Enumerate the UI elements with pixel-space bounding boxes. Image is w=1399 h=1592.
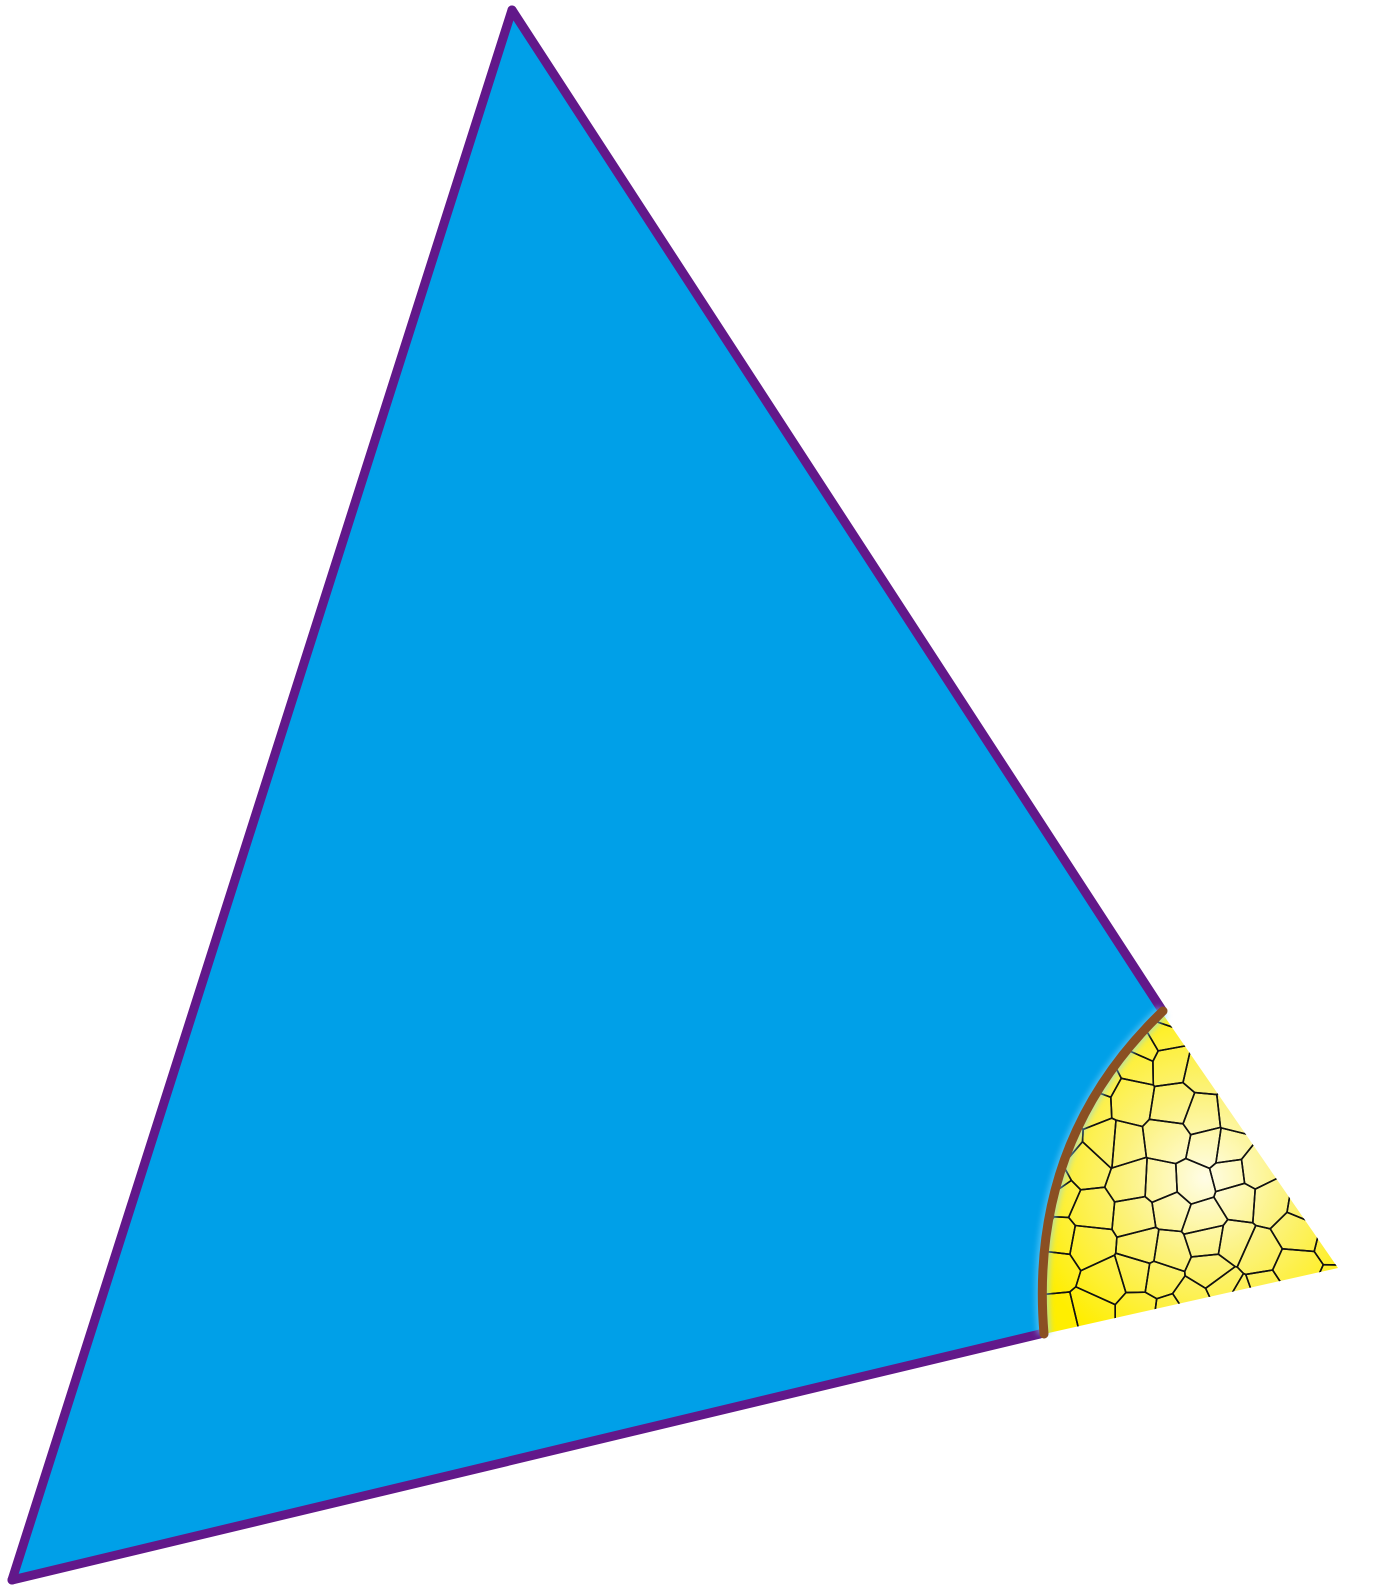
mesh-cell	[1272, 1010, 1323, 1039]
mesh-cell	[1318, 1068, 1338, 1127]
mesh-cell	[1278, 1285, 1324, 1334]
mesh-cell	[1220, 1044, 1255, 1091]
mesh-cell	[1314, 1194, 1338, 1233]
mesh-cell	[1280, 1157, 1329, 1197]
edge-bottom	[7, 1329, 1045, 1585]
triangle-outline	[7, 5, 1167, 1585]
mesh-cell	[1323, 1162, 1338, 1223]
triangle-body	[12, 10, 1162, 1580]
mesh-cell	[1274, 1055, 1326, 1098]
mesh-cell	[1308, 1042, 1338, 1084]
mesh-cell	[1216, 1297, 1287, 1334]
mesh-cell	[1314, 1124, 1338, 1172]
edge-left	[7, 5, 517, 1585]
mesh-cell	[1215, 1010, 1260, 1023]
mesh-cell	[1248, 1053, 1293, 1095]
mesh-cell	[1254, 1010, 1327, 1021]
mesh-cell	[1307, 1292, 1338, 1334]
mesh-cell	[1312, 1263, 1338, 1306]
mesh-cell	[1144, 1292, 1220, 1334]
mesh-cell	[1288, 1011, 1332, 1064]
mesh-cell	[1282, 1123, 1321, 1171]
mesh-cell	[1240, 1085, 1279, 1138]
mesh-cell	[1242, 1015, 1291, 1056]
mesh-cell	[1276, 1094, 1325, 1131]
mesh-cell	[1159, 1010, 1227, 1018]
angle-arc	[1037, 1006, 1168, 1339]
mesh-cell	[1324, 1018, 1338, 1070]
mesh-cell	[1319, 1010, 1338, 1038]
edge-right	[507, 5, 1167, 1015]
mesh-cell	[1171, 1275, 1221, 1334]
mesh-cell	[1211, 1010, 1248, 1057]
mesh-cell	[1185, 1013, 1222, 1052]
